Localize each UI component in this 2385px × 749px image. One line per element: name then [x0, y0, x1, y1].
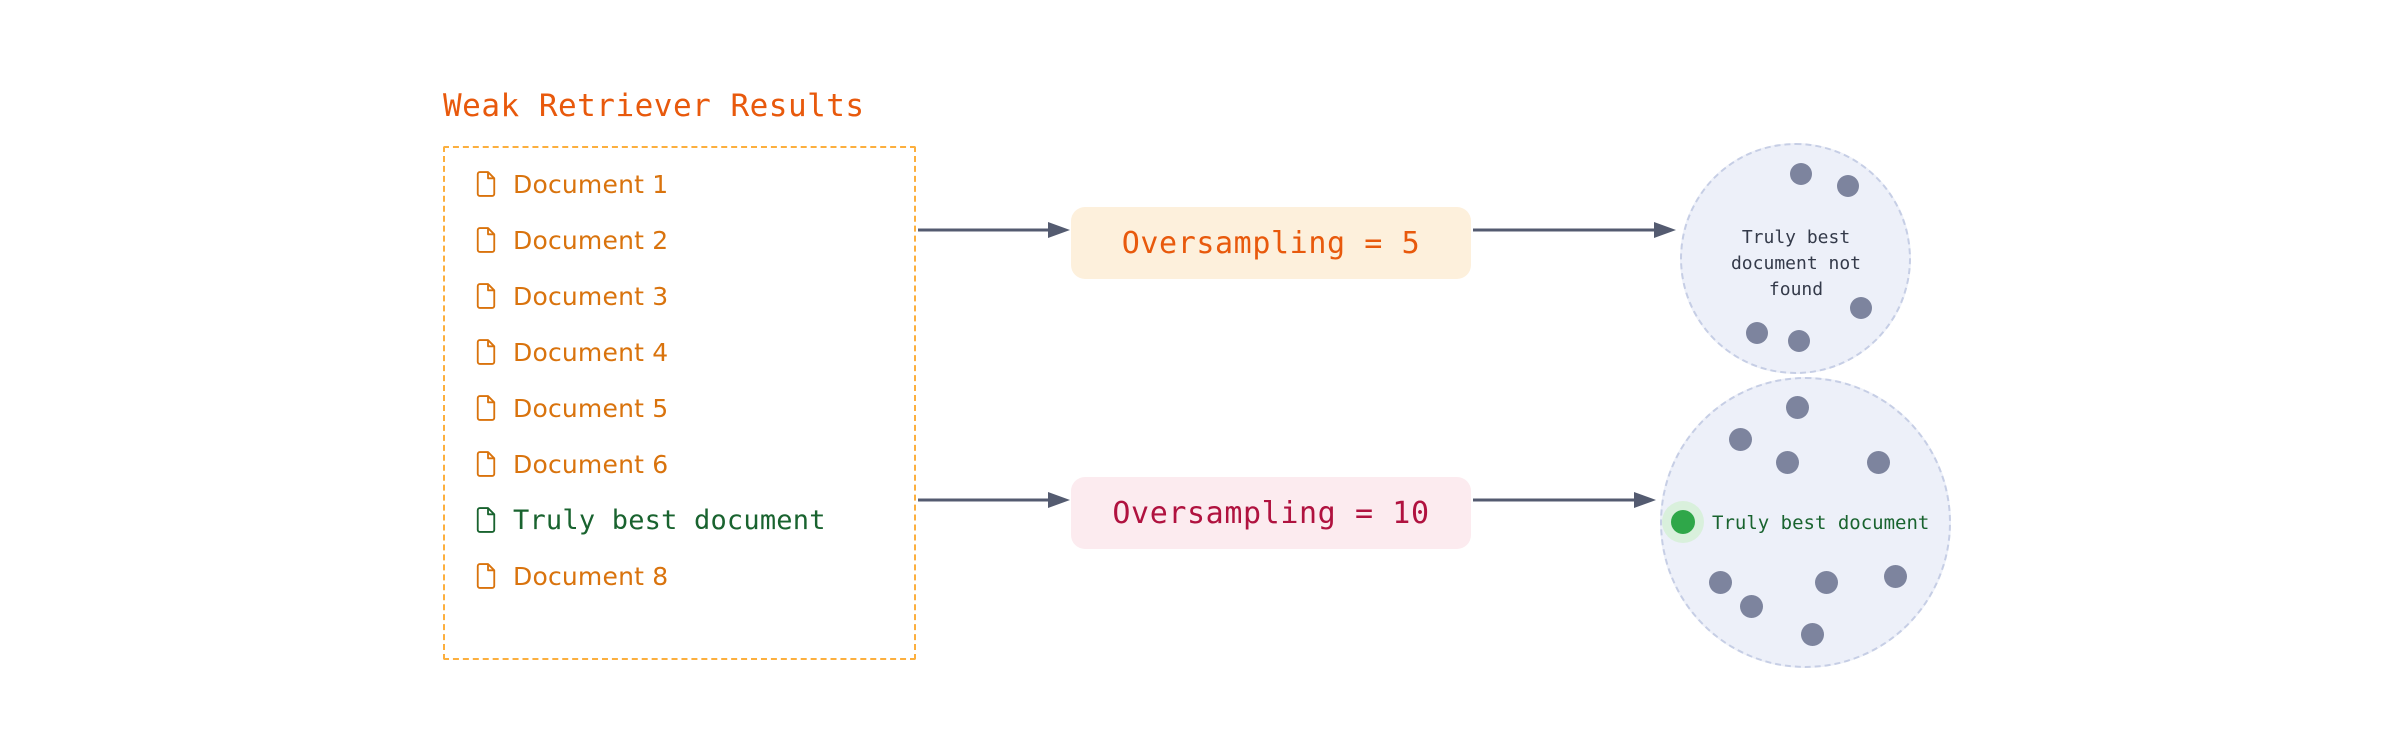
sample-dot: [1815, 571, 1838, 594]
sample-dot: [1884, 565, 1907, 588]
page-title: Weak Retriever Results: [443, 88, 865, 124]
document-file-icon: [476, 395, 496, 421]
result-bottom-caption: Truly best document: [1712, 512, 1930, 534]
document-file-icon: [476, 507, 496, 533]
document-file-icon: [476, 563, 496, 589]
document-list-item[interactable]: Document 4: [475, 334, 668, 370]
document-list-item[interactable]: Document 1: [475, 166, 668, 202]
sample-dot: [1790, 163, 1812, 185]
arrow-oversampling-5-to-result-top: [1473, 222, 1676, 238]
oversampling-10-label: Oversampling = 10: [1112, 495, 1430, 531]
oversampling-10-box[interactable]: Oversampling = 10: [1071, 477, 1471, 549]
sample-dot: [1801, 623, 1824, 646]
document-file-icon: [476, 171, 496, 197]
document-list-item-label: Document 4: [513, 337, 669, 367]
sample-dot: [1776, 451, 1799, 474]
arrow-oversampling-10-to-result-bottom: [1473, 492, 1656, 508]
sample-dot: [1746, 322, 1768, 344]
oversampling-5-box[interactable]: Oversampling = 5: [1071, 207, 1471, 279]
arrow-list-to-oversampling-5: [918, 222, 1070, 238]
document-list-item-label: Document 1: [513, 169, 669, 199]
green-dot-icon: [1671, 510, 1695, 534]
sample-dot: [1837, 175, 1859, 197]
sample-dot: [1740, 595, 1763, 618]
document-list-item-label: Document 5: [513, 393, 669, 423]
document-list-item[interactable]: Document 2: [475, 222, 668, 258]
document-file-icon: [476, 283, 496, 309]
document-file-icon: [476, 339, 496, 365]
sample-dot: [1788, 330, 1810, 352]
sample-dot: [1729, 428, 1752, 451]
document-list-item-label: Document 8: [513, 561, 669, 591]
arrow-list-to-oversampling-10: [918, 492, 1070, 508]
document-file-icon: [476, 227, 496, 253]
result-top-caption: Truly best document not found: [1730, 227, 1862, 300]
sample-dot: [1867, 451, 1890, 474]
document-list-item[interactable]: Document 6: [475, 446, 668, 482]
document-file-icon: [476, 451, 496, 477]
document-list-item-label: Truly best document: [513, 504, 826, 536]
document-list-item[interactable]: Document 5: [475, 390, 668, 426]
weak-retriever-results-list: Document 1 Document 2 Document 3 Document 4…: [443, 146, 916, 660]
sample-dot: [1709, 571, 1732, 594]
document-list-item[interactable]: Truly best document: [475, 502, 826, 538]
result-circle-bottom: [1660, 377, 1951, 668]
target-document-marker: [1662, 501, 1704, 543]
sample-dot: [1786, 396, 1809, 419]
document-list-item-label: Document 3: [513, 281, 669, 311]
oversampling-5-label: Oversampling = 5: [1121, 225, 1421, 261]
document-list-item[interactable]: Document 3: [475, 278, 668, 314]
document-list-item[interactable]: Document 8: [475, 558, 668, 594]
result-circle-top: [1680, 143, 1911, 374]
document-list-item-label: Document 6: [513, 449, 669, 479]
document-list-item-label: Document 2: [513, 225, 669, 255]
sample-dot: [1850, 297, 1872, 319]
